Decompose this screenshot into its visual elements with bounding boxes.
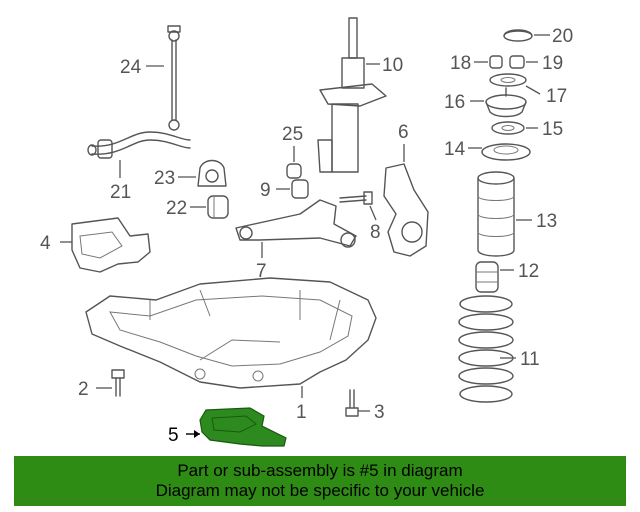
callout-22[interactable]: 22	[166, 198, 187, 219]
callout-20[interactable]: 20	[552, 26, 573, 47]
info-banner: Part or sub-assembly is #5 in diagram Di…	[14, 456, 626, 506]
callout-3[interactable]: 3	[374, 402, 385, 423]
callout-17[interactable]: 17	[546, 86, 567, 107]
banner-line-2: Diagram may not be specific to your vehi…	[155, 481, 485, 500]
callout-9[interactable]: 9	[260, 180, 271, 201]
part-3-bolt[interactable]	[345, 389, 359, 417]
callout-16[interactable]: 16	[444, 92, 465, 113]
part-2-bolt[interactable]	[111, 369, 125, 397]
part-17-washer[interactable]	[489, 73, 527, 87]
part-15-bearing[interactable]	[491, 121, 525, 135]
banner-line-1: Part or sub-assembly is #5 in diagram	[177, 461, 463, 480]
callout-25[interactable]: 25	[282, 124, 303, 145]
callout-8[interactable]: 8	[370, 222, 381, 243]
part-25-nut[interactable]	[286, 163, 302, 179]
part-20-cap[interactable]	[503, 29, 533, 42]
callout-21[interactable]: 21	[110, 182, 131, 203]
part-21-stabilizer-bar[interactable]	[87, 131, 191, 159]
part-9-bushing[interactable]	[291, 179, 309, 199]
callout-7[interactable]: 7	[256, 261, 267, 282]
part-22-bushing[interactable]	[207, 195, 229, 219]
part-7-lower-control-arm[interactable]	[235, 199, 357, 248]
part-24-stabilizer-link[interactable]	[167, 25, 181, 131]
callout-12[interactable]: 12	[518, 261, 539, 282]
callout-2[interactable]: 2	[78, 379, 89, 400]
part-4-cover[interactable]	[71, 217, 151, 273]
part-18-nut[interactable]	[489, 55, 503, 69]
callout-11[interactable]: 11	[520, 349, 540, 370]
part-14-spring-seat[interactable]	[481, 143, 531, 161]
callout-5[interactable]: 5	[168, 425, 179, 446]
part-23-bracket[interactable]	[197, 159, 227, 187]
part-16-upper-mount[interactable]	[485, 87, 527, 118]
suspension-parts-diagram: 24 21 23 22 4 10 25	[40, 17, 573, 447]
callout-23[interactable]: 23	[154, 168, 175, 189]
part-11-coil-spring[interactable]	[458, 295, 514, 403]
callout-14[interactable]: 14	[444, 139, 466, 160]
part-10-strut[interactable]	[317, 17, 387, 173]
part-12-bump-stop[interactable]	[475, 261, 499, 293]
part-19-nut[interactable]	[509, 55, 525, 69]
callout-6[interactable]: 6	[398, 122, 409, 143]
callout-13[interactable]: 13	[536, 211, 557, 232]
part-6-knuckle[interactable]	[383, 163, 429, 257]
callout-4[interactable]: 4	[40, 233, 51, 254]
callout-19[interactable]: 19	[542, 53, 563, 74]
part-13-dust-boot[interactable]	[477, 171, 515, 257]
callout-24[interactable]: 24	[120, 57, 142, 78]
part-1-subframe[interactable]	[85, 277, 377, 389]
callout-15[interactable]: 15	[542, 119, 563, 140]
part-5-splash-shield-highlighted[interactable]	[199, 407, 287, 447]
part-8-bolt[interactable]	[339, 191, 373, 205]
callout-10[interactable]: 10	[382, 55, 403, 76]
callout-18[interactable]: 18	[450, 53, 471, 74]
callout-1[interactable]: 1	[296, 402, 307, 423]
